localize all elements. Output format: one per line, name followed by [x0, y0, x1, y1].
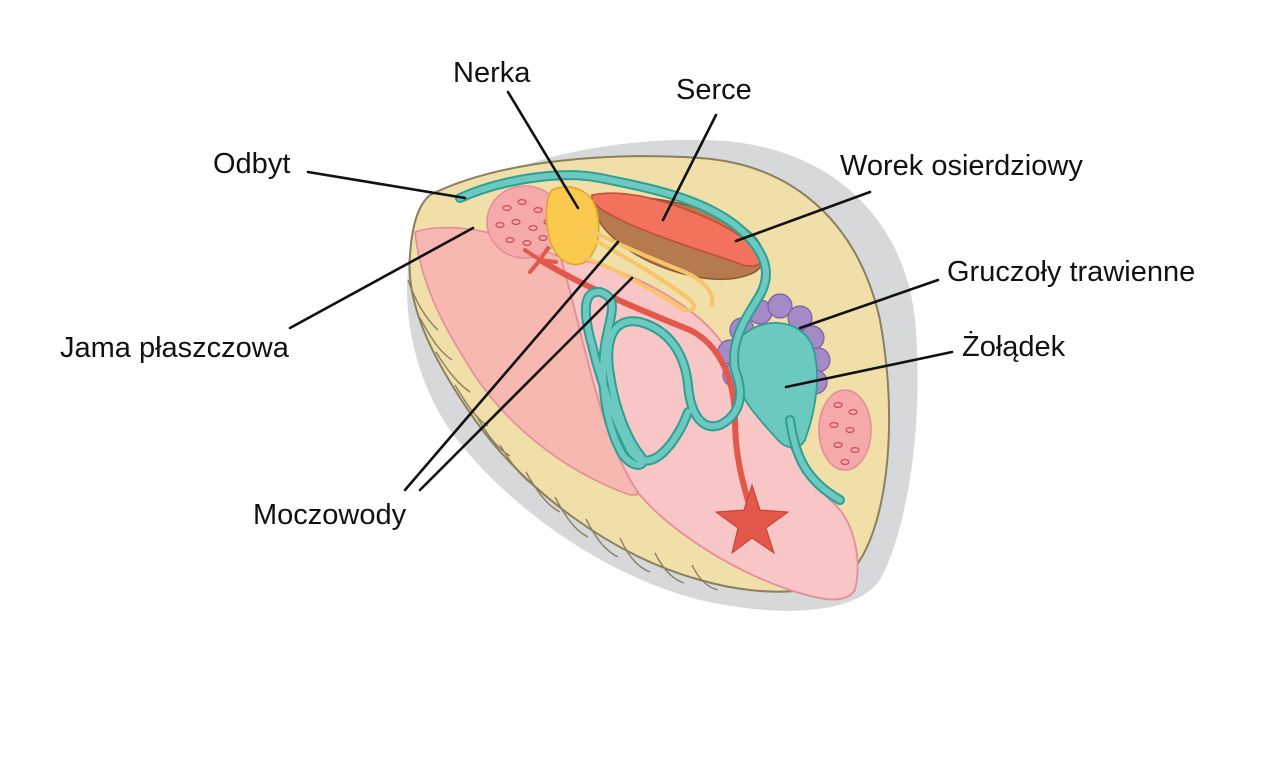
leader-moczowody-b	[418, 276, 634, 492]
leader-odbyt	[306, 170, 467, 200]
vessel-star	[714, 483, 790, 555]
heart-shape	[591, 192, 764, 267]
label-odbyt: Odbyt	[213, 148, 291, 180]
label-gruczoly-trawienne: Gruczoły trawienne	[947, 256, 1196, 288]
gonad-right	[818, 389, 872, 471]
label-nerka: Nerka	[453, 57, 531, 89]
leader-gruczoly	[798, 278, 940, 330]
leader-moczowody-a	[403, 240, 620, 492]
leader-jama	[288, 226, 475, 330]
leader-zoladek	[784, 350, 954, 389]
leader-nerka	[506, 90, 580, 210]
leader-serce	[661, 113, 718, 222]
leader-worek	[734, 190, 872, 243]
kidney-shape	[545, 186, 600, 266]
label-moczowody: Moczowody	[253, 499, 407, 531]
label-jama-plaszczowa: Jama płaszczowa	[60, 332, 289, 364]
leader-lines	[288, 90, 954, 492]
ureter-tubules	[583, 228, 715, 313]
intestine	[455, 170, 845, 505]
label-worek-osierdziowy: Worek osierdziowy	[840, 150, 1083, 182]
label-zoladek: Żołądek	[962, 331, 1066, 363]
shell-growth-lines	[407, 279, 719, 591]
label-serce: Serce	[676, 74, 752, 106]
